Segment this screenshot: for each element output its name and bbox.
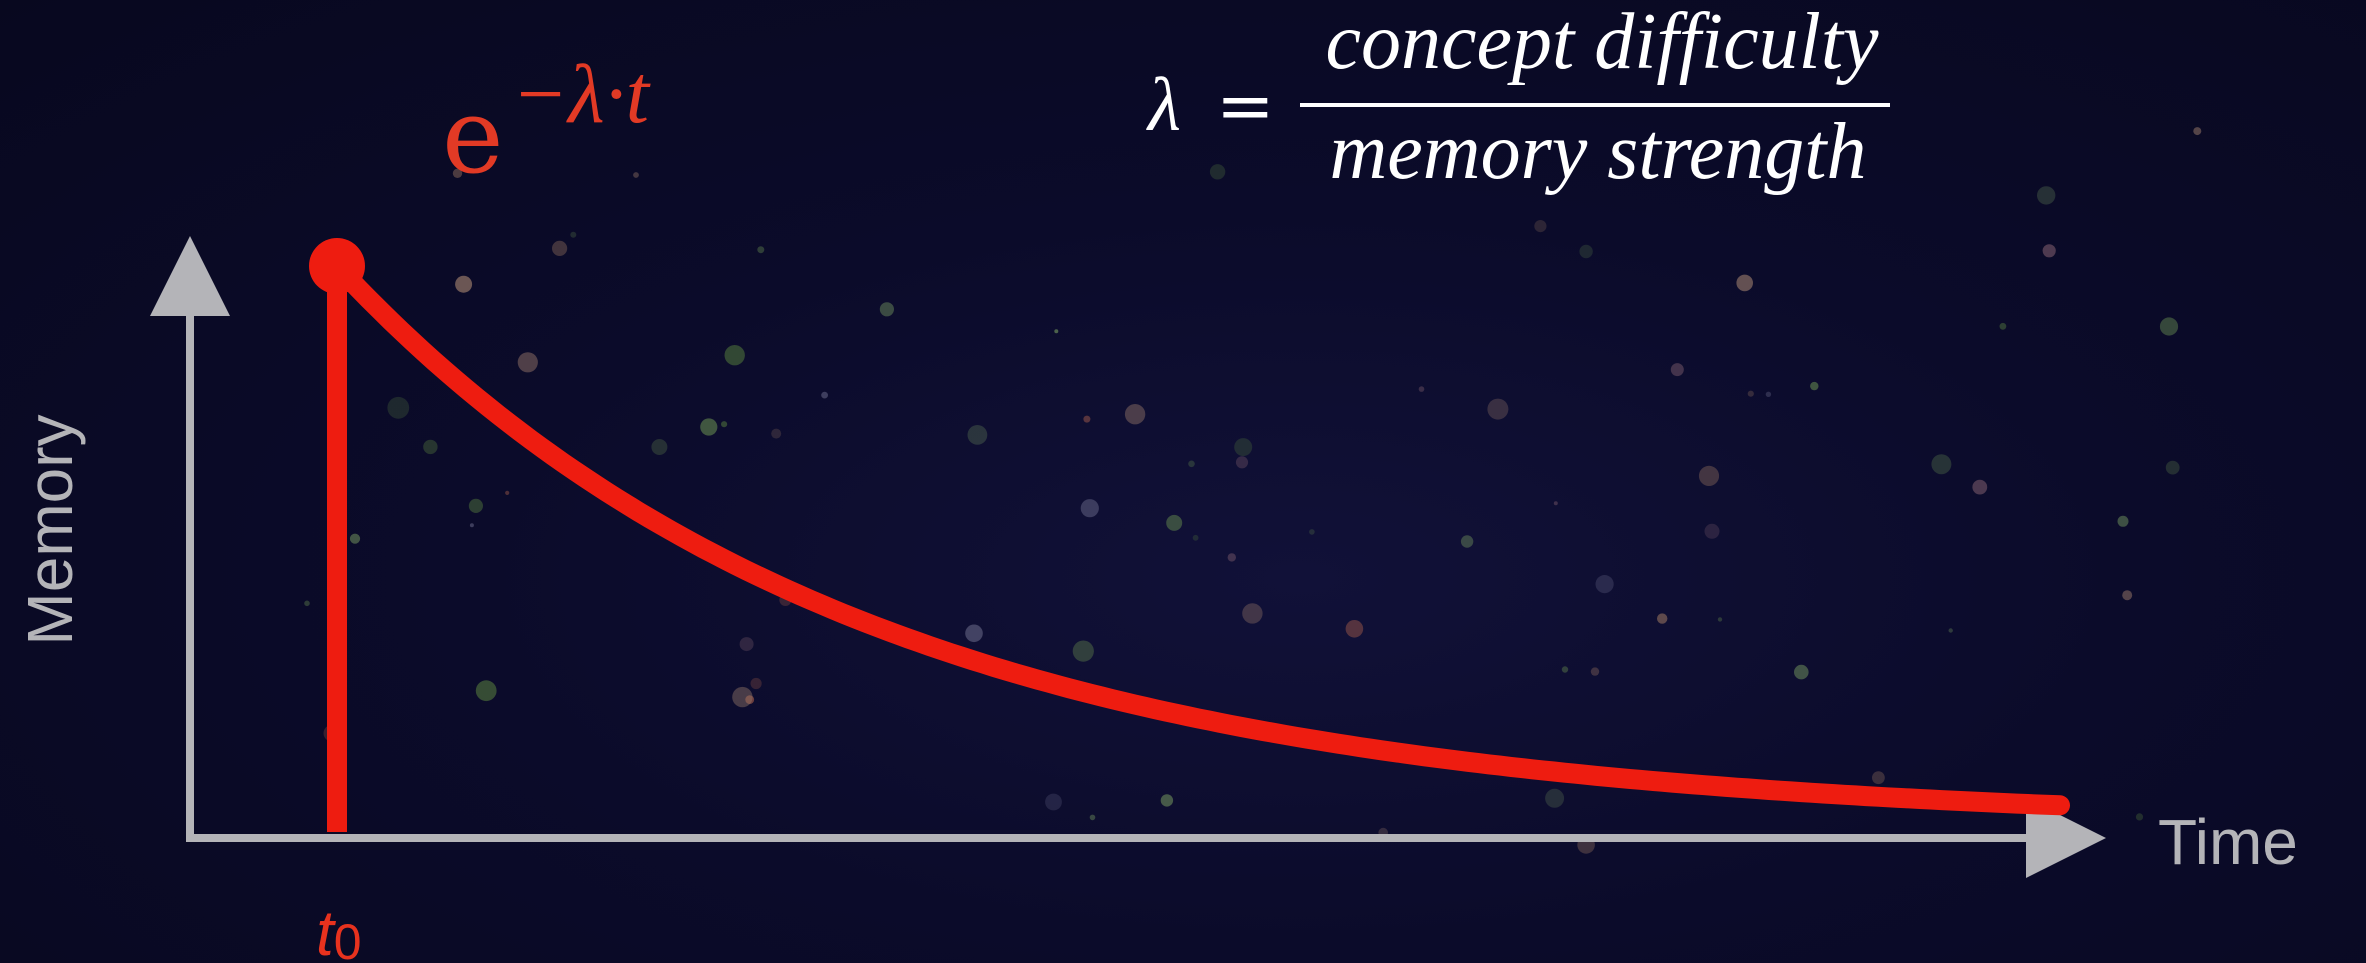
background-particle <box>739 637 754 652</box>
background-particle <box>1999 322 2007 330</box>
background-particle <box>2165 460 2180 475</box>
background-particle <box>570 231 577 238</box>
t0-base: t <box>316 897 336 963</box>
background-particle <box>1590 667 1600 676</box>
background-particle <box>1188 460 1195 468</box>
background-particle <box>2135 813 2144 821</box>
background-particle <box>1124 404 1146 425</box>
background-particle <box>1309 529 1315 535</box>
background-particle <box>1670 363 1684 377</box>
background-particle <box>651 439 668 455</box>
background-particle <box>1045 793 1062 811</box>
background-particle <box>1072 640 1094 662</box>
background-particle <box>2117 515 2129 527</box>
background-particle <box>1534 220 1547 233</box>
background-particle <box>2193 127 2202 136</box>
background-particle <box>1054 329 1059 334</box>
decay-formula-base: e <box>442 75 504 197</box>
background-particle <box>469 523 474 528</box>
background-particle <box>1704 523 1720 539</box>
background-particle <box>724 345 745 366</box>
background-particle <box>1227 553 1237 562</box>
background-particle <box>1698 465 1720 486</box>
lambda-denominator: memory strength <box>1330 108 1867 196</box>
background-particle <box>1717 617 1723 622</box>
background-particle <box>2122 590 2133 601</box>
background-particle <box>1747 390 1754 397</box>
background-particle <box>387 396 410 419</box>
background-particle <box>1794 664 1809 680</box>
background-particle <box>1242 603 1263 624</box>
background-particle <box>2042 244 2056 258</box>
background-particle <box>721 421 728 428</box>
background-particle <box>1166 514 1183 531</box>
background-particle <box>1487 398 1509 420</box>
background-particle <box>349 533 361 544</box>
background-particle <box>1545 788 1565 808</box>
background-particle <box>505 490 510 495</box>
background-particle <box>1872 771 1885 785</box>
decay-formula: e−λ·t <box>442 48 652 197</box>
background-particle <box>732 686 753 708</box>
background-particle <box>1931 454 1952 475</box>
background-particle <box>468 498 483 513</box>
background-particle <box>1080 499 1099 518</box>
background-particle <box>821 391 828 399</box>
background-particle <box>304 600 310 607</box>
background-particle <box>1209 164 1226 180</box>
background-particle <box>1083 415 1091 423</box>
background-particle <box>1561 666 1569 673</box>
background-particle <box>423 439 438 455</box>
background-particle <box>757 246 765 254</box>
decay-curve <box>327 256 2070 816</box>
background-particle <box>1657 613 1668 624</box>
decay-formula-exponent: −λ·t <box>512 48 652 141</box>
background-particle <box>1460 535 1474 548</box>
background-particle <box>1418 386 1425 392</box>
background-particle <box>750 677 762 690</box>
background-particle <box>517 352 538 373</box>
background-particle <box>1736 274 1753 292</box>
background-particle <box>2159 317 2179 336</box>
background-particle <box>2037 186 2056 205</box>
background-particle <box>1810 381 1819 391</box>
y-axis-label: Memory <box>14 414 86 645</box>
background-particles <box>304 127 2202 854</box>
background-particle <box>452 168 463 178</box>
background-particle <box>965 624 983 643</box>
background-particle <box>1579 244 1593 259</box>
background-particle <box>879 302 895 317</box>
background-particle <box>1948 628 1953 633</box>
background-particle <box>1595 575 1614 594</box>
background-particle <box>745 695 755 704</box>
background-particle <box>1160 794 1174 807</box>
lambda-numerator: concept difficulty <box>1325 0 1879 86</box>
background-particle <box>700 418 718 436</box>
background-particle <box>967 425 988 445</box>
start-point-dot <box>309 238 365 294</box>
background-particle <box>1765 391 1772 397</box>
background-particle <box>771 428 782 439</box>
lambda-definition: λ = concept difficulty memory strength <box>1146 0 1890 196</box>
background-particle <box>552 240 568 256</box>
background-particle <box>1235 456 1249 469</box>
background-particle <box>1553 501 1558 506</box>
background-particle <box>475 680 497 702</box>
t0-subscript: 0 <box>334 914 362 963</box>
background-particle <box>1345 620 1364 638</box>
lambda-symbol: λ <box>1146 63 1181 147</box>
background-particle <box>1234 438 1253 457</box>
background-particle <box>455 275 473 293</box>
background-particle <box>1192 534 1199 541</box>
background-particle <box>633 172 639 178</box>
lambda-equals: = <box>1216 65 1275 147</box>
t0-label: t0 <box>316 897 362 963</box>
background-particle <box>1972 479 1988 495</box>
x-axis-label: Time <box>2158 806 2298 878</box>
background-particle <box>1089 814 1096 821</box>
